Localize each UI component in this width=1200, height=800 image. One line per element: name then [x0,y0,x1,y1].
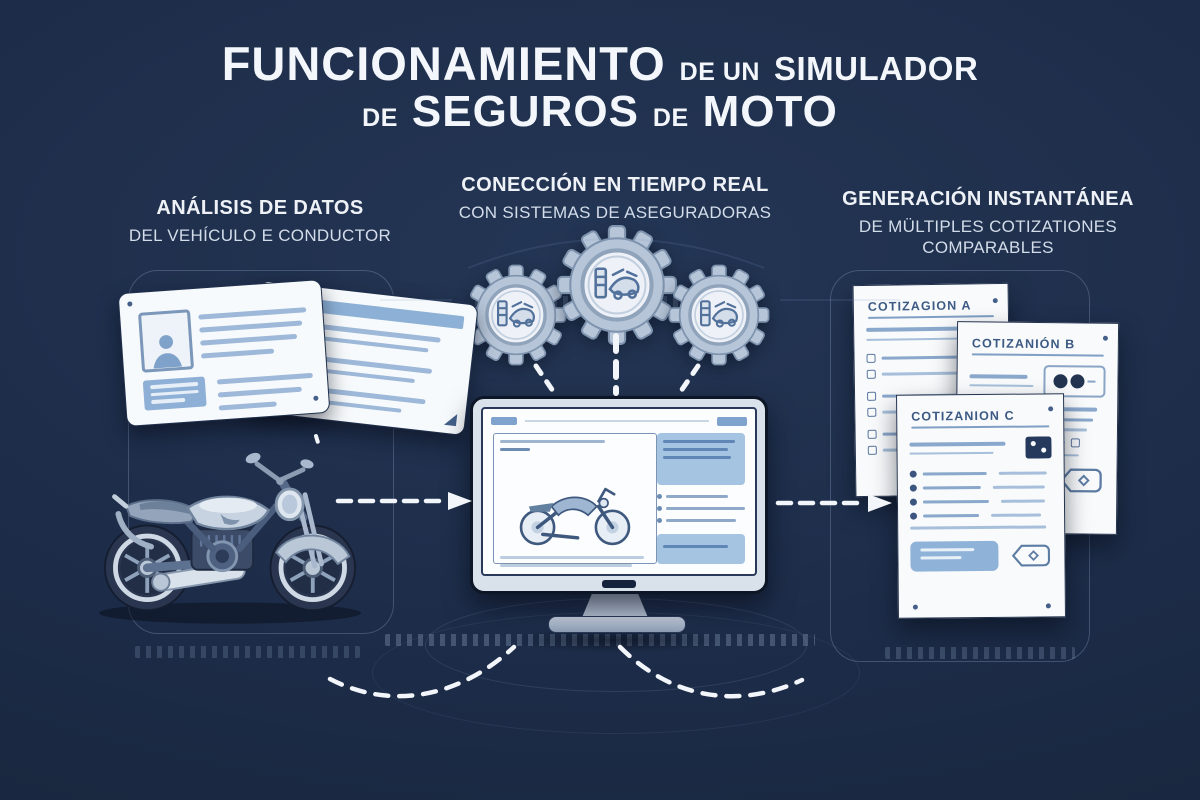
step-heading-connection: CONECCIÓN EN TIEMPO REAL CON SISTEMAS DE… [445,174,785,223]
step-heading-analysis: ANÁLISIS DE DATOS DEL VEHÍCULO E CONDUCT… [95,197,425,246]
card-rivet-dot [127,301,133,307]
screen-side-panel [657,433,745,564]
gear-icon-center [554,222,680,348]
screen-topbar [491,415,747,427]
document-title: COTIZANION C [911,408,1015,424]
summary-panel [657,433,745,485]
text-lines-group [314,323,446,362]
document-title: COTIZAGION A [867,298,972,314]
title-word: SIMULADOR [773,50,979,87]
motorcycle-illustration [99,452,361,624]
page-title: FUNCIONAMIENTO DE UN SIMULADOR DE SEGURO… [0,37,1200,135]
quote-document-c: COTIZANION C [896,393,1066,619]
step-subheading-text: CON SISTEMAS DE ASEGURADORAS [458,203,772,222]
title-word: DE [652,103,689,132]
step-heading-text: ANÁLISIS DE DATOS [156,197,364,219]
photo-box [137,309,195,373]
tick-strip [885,647,1075,659]
id-card-front [117,279,331,427]
monitor-frame [470,396,768,594]
step-subheading-text: DE MÜLTIPLES COTIZATIONES COMPARABLES [858,217,1118,258]
doc-line-row [910,511,1052,520]
qr-icon [1025,436,1052,459]
monitor-stand-base [548,616,686,633]
browser-control-icon [717,416,747,426]
title-underline [971,353,1104,357]
doc-corner-dot [1045,603,1051,609]
list-item [657,494,745,499]
price-tag-icon [1011,544,1051,567]
text-lines-group [310,355,442,393]
doc-line-row [909,436,1052,459]
title-word: DE UN [679,58,760,86]
list-item [657,506,745,511]
step-heading-generation: GENERACIÓN INSTANTÁNEA DE MÜLTIPLES COTI… [828,188,1148,259]
text-line [500,555,644,559]
gear-icon-right [667,263,771,367]
doc-action-row [910,540,1052,572]
action-panel [657,534,745,564]
text-lines-group [198,307,309,366]
quote-document-b: COTIZANIÓN B [954,321,1120,535]
doc-line-row [910,525,1052,530]
doc-corner-dot [912,604,918,610]
title-word: SEGUROS [411,86,639,136]
text-lines-group [216,372,315,419]
text-line [663,440,736,443]
doc-line-row [909,483,1052,492]
step-heading-text: GENERACIÓN INSTANTÁNEA [842,188,1134,210]
arrowhead-icon [448,492,472,510]
doc-corner-dot [1048,406,1054,412]
document-title: COTIZANIÓN B [971,336,1076,352]
dash-gear-right [678,363,701,394]
text-line [500,448,530,451]
step-heading-text: CONECCIÓN EN TIEMPO REAL [461,174,769,196]
screen-main-panel [493,433,657,567]
screen-motorcycle-thumbnail [519,487,631,546]
quote-button [910,540,999,572]
monitor-screen [481,407,757,576]
address-bar-line [525,420,709,422]
step-subheading-text: DEL VEHÍCULO E CONDUCTOR [128,226,392,245]
dash-gear-left [533,363,556,394]
list-item [657,518,745,523]
option-list [657,494,745,523]
text-line [500,563,632,567]
title-line-1: FUNCIONAMIENTO DE UN SIMULADOR [0,37,1200,90]
left-section-outline [128,270,394,634]
card-field-box [142,376,207,411]
doc-tag-row [968,465,1104,494]
text-line [500,440,605,443]
card-rivet-dot [313,395,319,401]
text-line [663,456,732,459]
title-underline [911,425,1050,429]
tick-strip [135,646,360,658]
doc-line-row [909,469,1052,478]
text-line [663,545,728,548]
title-line-2: DE SEGUROS DE MOTO [0,89,1200,135]
title-word: MOTO [702,86,838,136]
doc-corner-dot [992,298,998,304]
price-tag-icon [1060,468,1102,493]
title-word: FUNCIONAMIENTO [221,37,666,90]
monitor-logo-pill [602,580,636,588]
doc-corner-dot [1102,335,1108,341]
text-line [663,448,728,451]
card-fold-corner [443,412,458,427]
doc-line-row [909,497,1052,506]
title-underline [867,315,994,319]
person-icon [153,335,183,369]
title-word: DE [362,103,398,132]
browser-buttons-icon [491,417,517,425]
